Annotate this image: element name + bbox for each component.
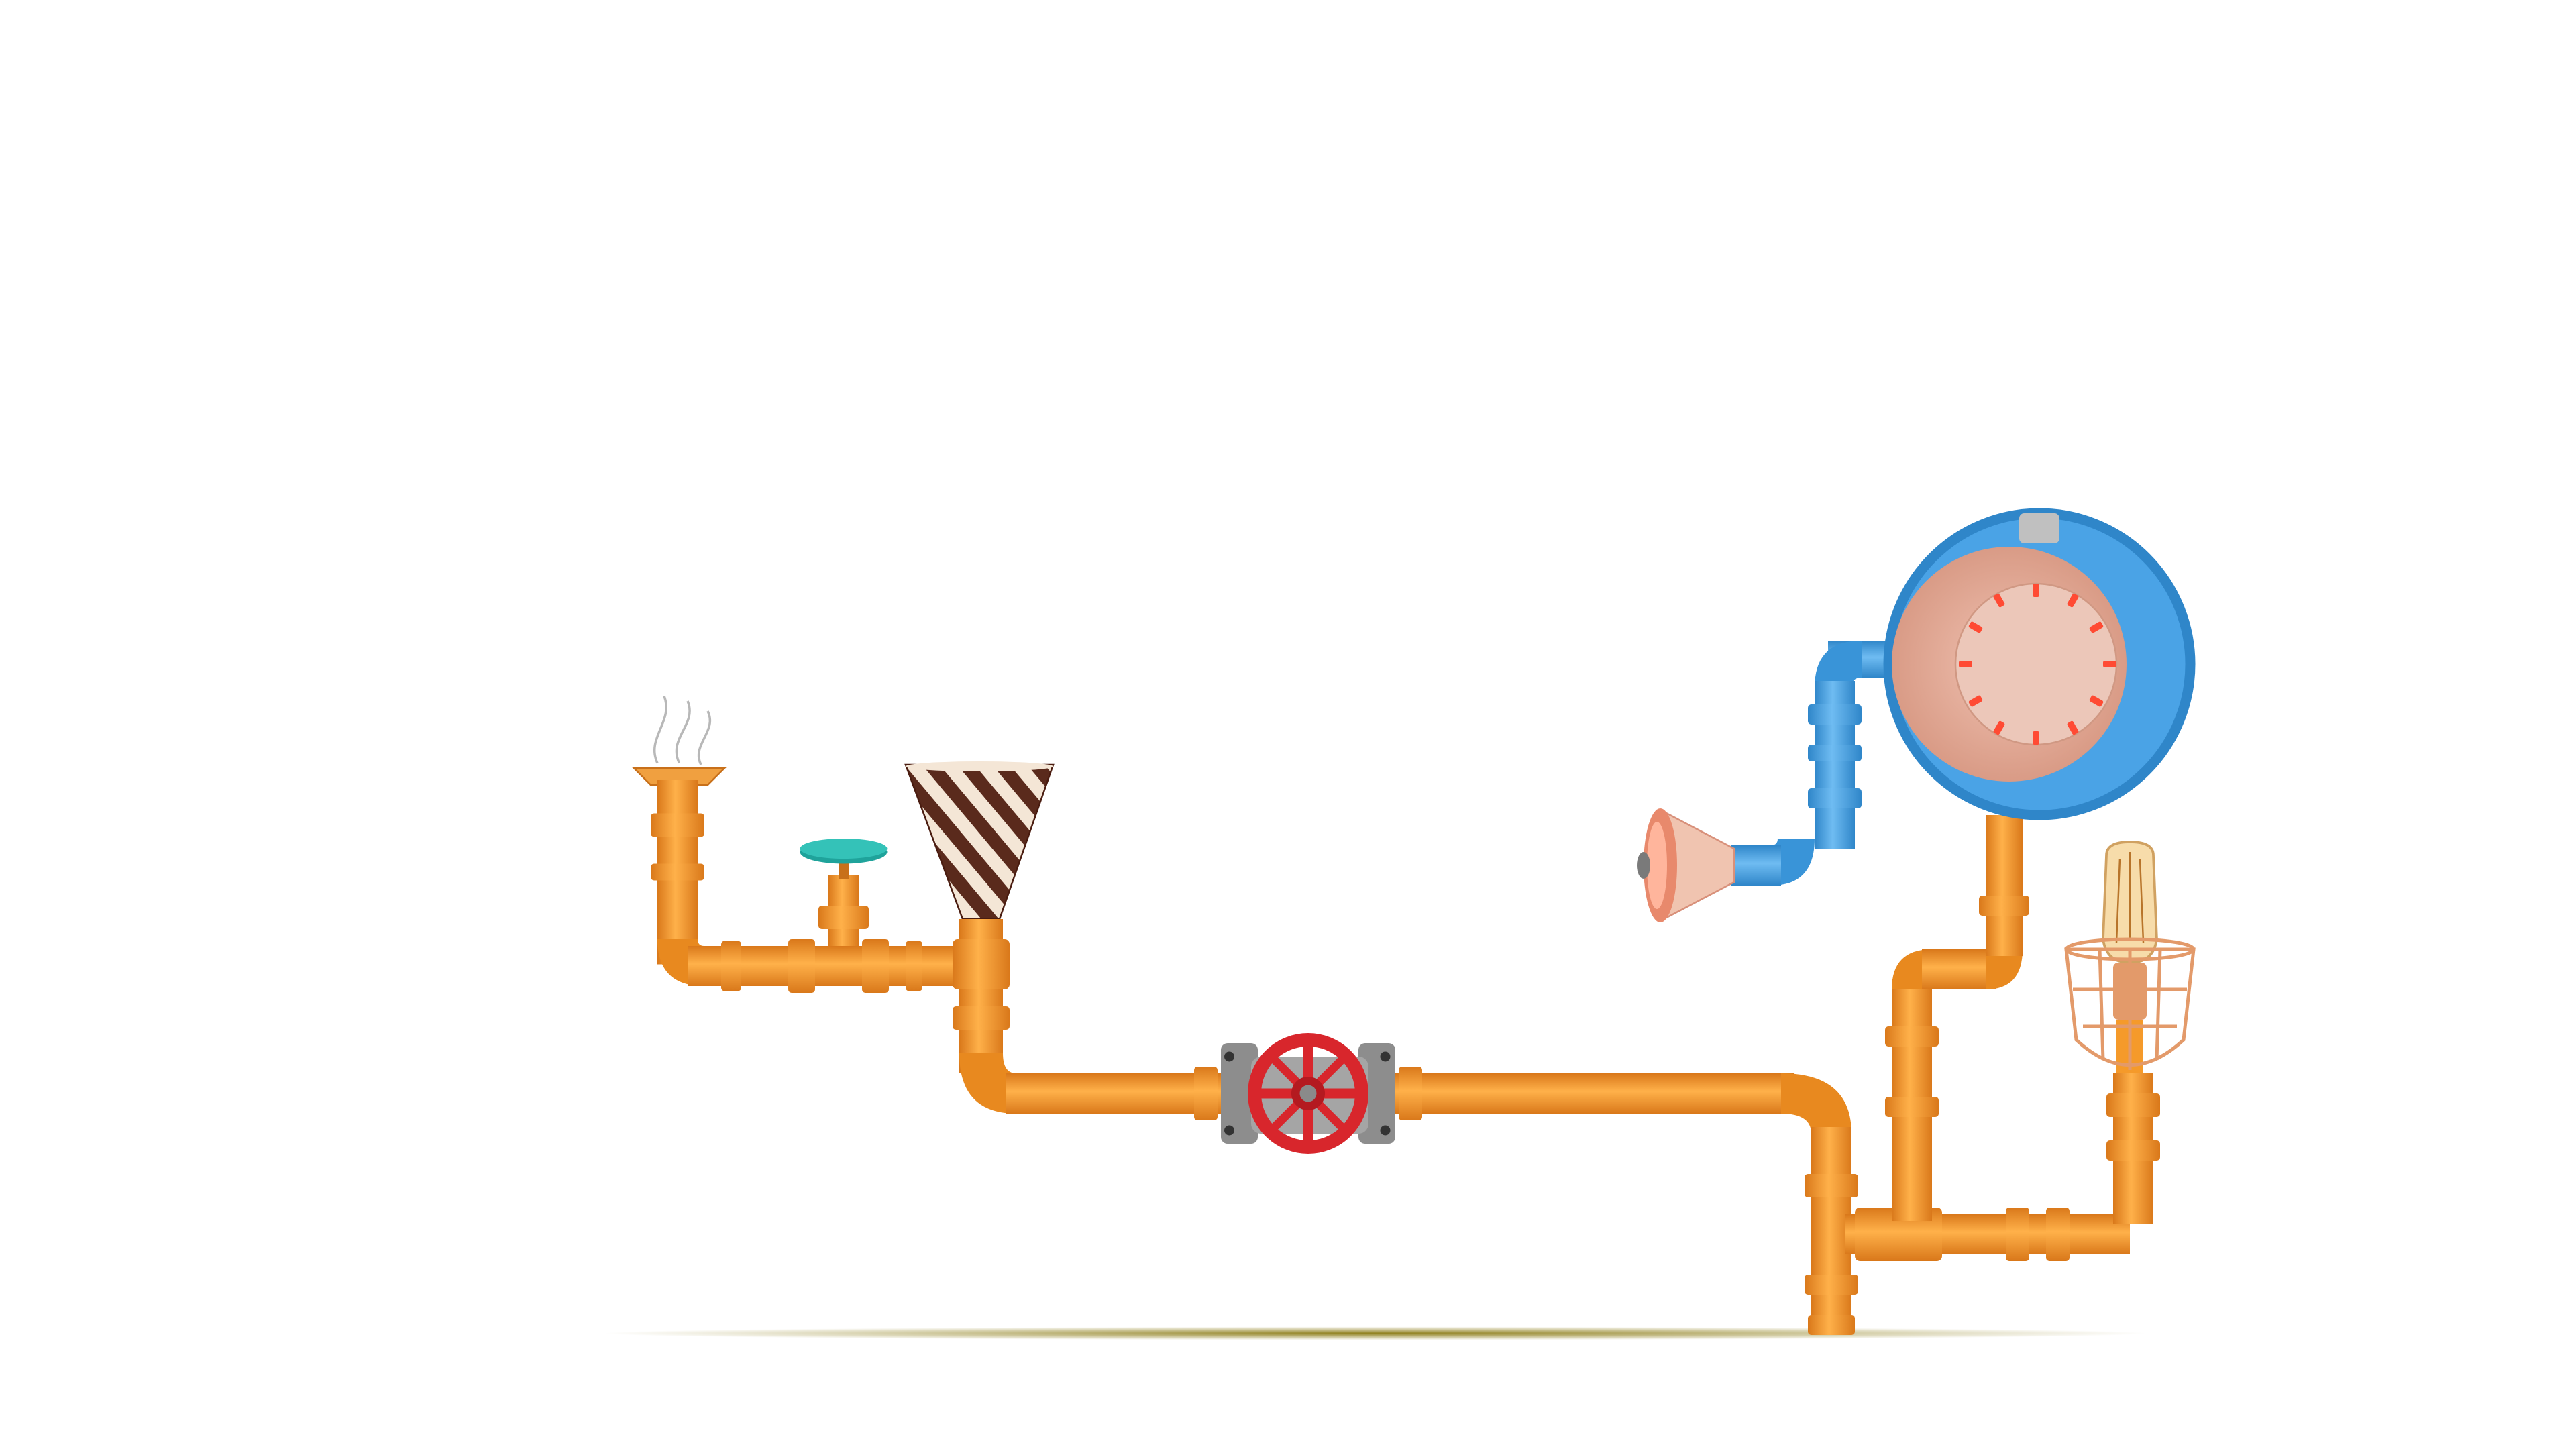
steam-outlet-cup (631, 767, 727, 786)
funnel-icon (904, 761, 1055, 920)
light-bulb-icon (2064, 841, 2196, 1073)
ground-shadow (604, 1326, 2147, 1340)
steam-icon (653, 695, 712, 765)
valve-handwheel-icon[interactable] (800, 839, 888, 946)
megaphone-icon (1637, 808, 1735, 922)
red-handwheel-valve-icon[interactable] (1221, 1033, 1395, 1154)
blue-pipe-assembly (1731, 641, 1902, 885)
gauge-icon (1883, 508, 2196, 820)
